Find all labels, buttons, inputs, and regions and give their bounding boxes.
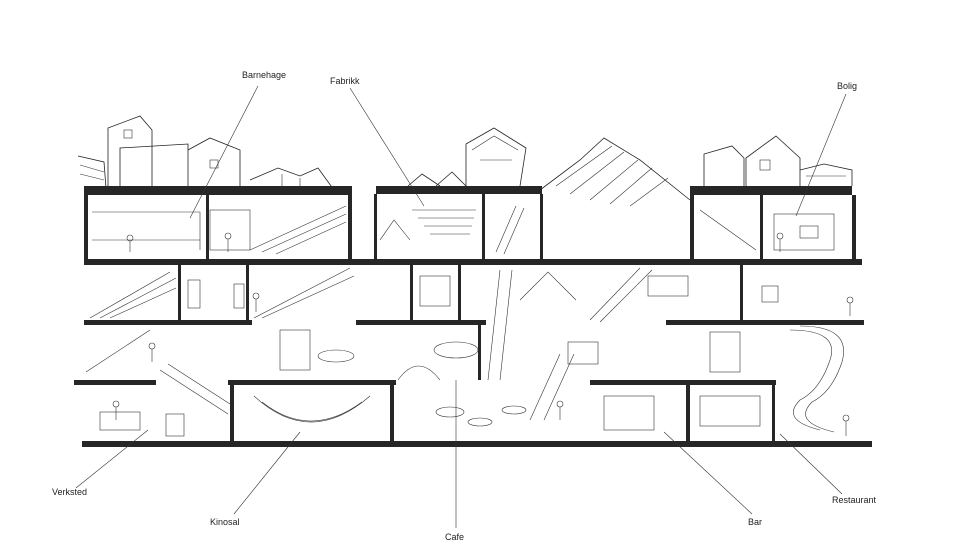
walls: [84, 194, 856, 441]
label-barnehage: Barnehage: [242, 70, 287, 80]
label-bolig: Bolig: [837, 81, 858, 91]
label-restaurant: Restaurant: [832, 495, 877, 505]
label-kinosal: Kinosal: [210, 517, 240, 527]
label-fabrikk: Fabrikk: [330, 76, 360, 86]
floor-slabs: [74, 186, 872, 447]
rooftop-houses: [77, 115, 853, 207]
label-cafe: Cafe: [445, 532, 465, 542]
interior-sketch: [85, 205, 854, 437]
label-verksted: Verksted: [52, 487, 88, 497]
leader-lines: [75, 85, 847, 528]
label-bar: Bar: [748, 517, 763, 527]
